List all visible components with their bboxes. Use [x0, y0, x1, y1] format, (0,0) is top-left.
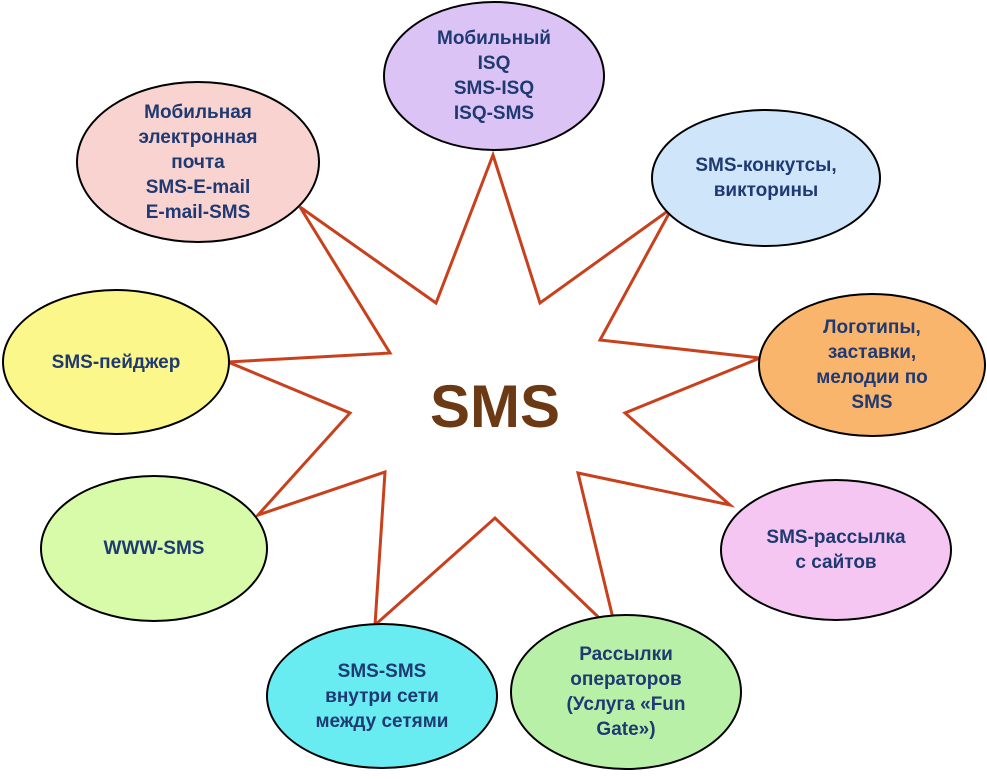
node-sms-sms: SMS-SMS внутри сети между сетями: [266, 623, 498, 769]
node-sms-sms-text: SMS-SMS внутри сети между сетями: [315, 660, 449, 732]
node-www-sms-text: WWW-SMS: [103, 538, 205, 559]
node-logos-text: Логотипы, заставки, мелодии по SMS: [816, 317, 928, 413]
node-sms-pager-text: SMS-пейджер: [51, 351, 181, 373]
node-site-mailing-text: SMS-рассылка с сайтов: [766, 527, 906, 573]
node-mobile-isq-text: Мобильный ISQ SMS-ISQ ISQ-SMS: [437, 28, 551, 124]
node-sms-pager: SMS-пейджер: [2, 289, 230, 435]
node-mobile-email: Мобильная электронная почта SMS-E-mail E…: [76, 81, 320, 243]
node-site-mailing: SMS-рассылка с сайтов: [720, 479, 952, 621]
star-shape: [227, 150, 761, 640]
node-mobile-isq: Мобильный ISQ SMS-ISQ ISQ-SMS: [383, 1, 605, 151]
node-sms-contests: SMS-конкутсы, викторины: [651, 109, 881, 247]
node-operator-mailing-text: Рассылки операторов (Услуга «Fun Gate»): [566, 644, 686, 740]
node-www-sms: WWW-SMS: [40, 475, 268, 622]
node-logos: Логотипы, заставки, мелодии по SMS: [758, 293, 986, 437]
node-operator-mailing: Рассылки операторов (Услуга «Fun Gate»): [510, 614, 742, 770]
center-sms-label: SMS: [429, 373, 561, 440]
node-sms-contests-text: SMS-конкутсы, викторины: [695, 155, 837, 201]
node-mobile-email-text: Мобильная электронная почта SMS-E-mail E…: [138, 101, 258, 223]
